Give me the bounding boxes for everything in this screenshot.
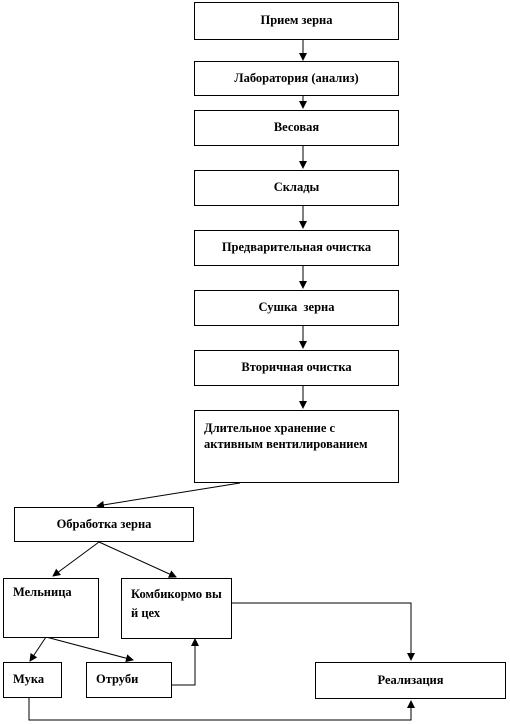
node-warehouses: Склады: [194, 170, 399, 206]
node-weighing-label: Весовая: [273, 120, 320, 135]
node-secondary-cleaning-label: Вторичная очистка: [241, 360, 352, 375]
node-grain-intake: Прием зерна: [194, 2, 399, 40]
node-laboratory: Лаборатория (анализ): [194, 61, 399, 96]
arrow-bran-to-feedmill: [172, 638, 199, 686]
arrow-feedmill-to-sales: [232, 602, 415, 661]
node-grain-processing: Обработка зерна: [14, 507, 194, 542]
node-warehouses-label: Склады: [273, 180, 320, 195]
node-grain-intake-label: Прием зерна: [260, 13, 333, 28]
node-flour: Мука: [3, 662, 62, 698]
node-pre-cleaning-label: Предварительная очистка: [221, 240, 372, 255]
arrow-mill-to-bran: [45, 636, 134, 663]
node-flour-label: Мука: [13, 672, 45, 687]
node-bran: Отруби: [86, 662, 172, 698]
node-weighing: Весовая: [194, 110, 399, 146]
arrow-processing-to-mill: [52, 541, 100, 577]
arrow-storage-to-processing: [96, 482, 241, 509]
node-mill-label: Мельница: [13, 585, 72, 599]
arrow-flour-to-sales: [28, 698, 415, 721]
node-feed-mill: Комбикормо вый цех: [121, 578, 232, 639]
node-secondary-cleaning: Вторичная очистка: [194, 350, 399, 386]
node-long-storage: Длительное хранение с активным вентилиро…: [194, 410, 399, 483]
arrow-processing-to-feedmill: [98, 541, 177, 578]
node-drying: Сушка зерна: [194, 290, 399, 326]
node-sales: Реализация: [315, 662, 506, 699]
node-grain-processing-label: Обработка зерна: [56, 516, 152, 531]
node-feed-mill-label: Комбикормо вый цех: [131, 587, 222, 621]
node-mill: Мельница: [3, 578, 99, 638]
node-sales-label: Реализация: [377, 672, 444, 687]
node-long-storage-label: Длительное хранение с активным вентилиро…: [204, 421, 368, 452]
node-drying-label: Сушка зерна: [258, 300, 335, 315]
node-bran-label: Отруби: [96, 672, 139, 687]
arrow-mill-to-flour: [29, 636, 47, 662]
node-laboratory-label: Лаборатория (анализ): [234, 70, 359, 85]
node-pre-cleaning: Предварительная очистка: [194, 230, 399, 266]
